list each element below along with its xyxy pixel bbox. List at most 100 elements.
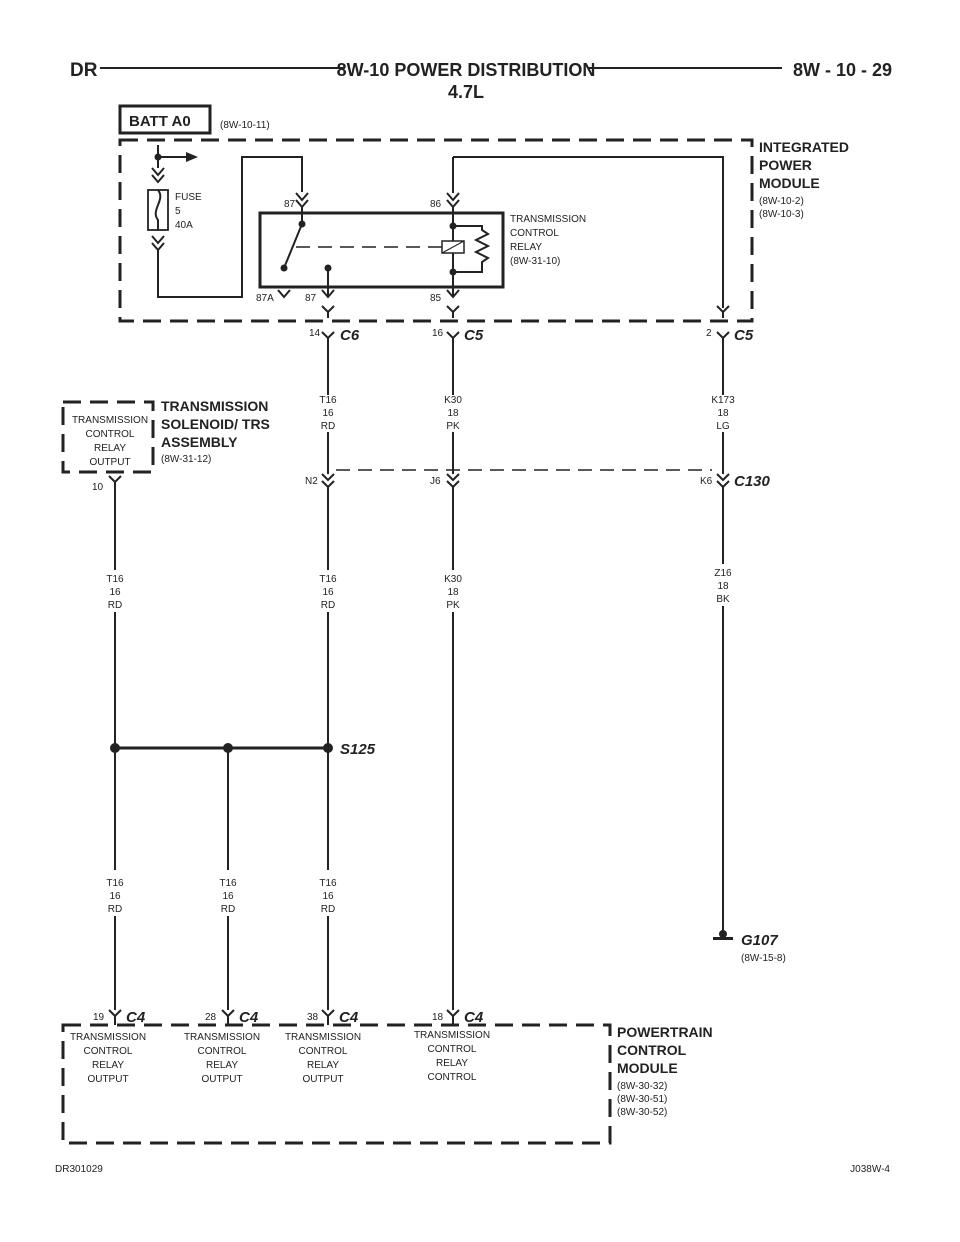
wire-t16-upper-3: RD bbox=[321, 421, 335, 432]
pcm-out3-4: OUTPUT bbox=[302, 1074, 343, 1085]
batt-box bbox=[118, 104, 212, 135]
pcm-pin28-num: 28 bbox=[205, 1012, 217, 1023]
wire-t16-low-a-3: RD bbox=[108, 904, 122, 915]
header-title: 8W-10 POWER DISTRIBUTION bbox=[337, 60, 596, 80]
footer-right: J038W-4 bbox=[850, 1164, 890, 1175]
trs-box bbox=[61, 400, 155, 474]
relay-pin-85: 85 bbox=[430, 293, 442, 304]
wire-t16-mid-2: 16 bbox=[322, 587, 334, 598]
ipm-name-1: INTEGRATED bbox=[759, 139, 849, 155]
pcm-out2-3: RELAY bbox=[206, 1060, 238, 1071]
wire-t16-left-mid-2: 16 bbox=[109, 587, 121, 598]
wire-k173-1: K173 bbox=[711, 395, 735, 406]
trs-pin-term bbox=[108, 475, 122, 570]
wire-t16-upper-2: 16 bbox=[322, 408, 334, 419]
pcm-ctrl-1: TRANSMISSION bbox=[414, 1030, 490, 1041]
ground-dot bbox=[719, 930, 727, 938]
relay-coil-diag bbox=[441, 240, 465, 254]
batt-ref: (8W-10-11) bbox=[220, 120, 270, 131]
c6-pin: 14 bbox=[309, 328, 321, 339]
fuse-bot-term bbox=[151, 235, 165, 252]
wire-t16-low-c-3: RD bbox=[321, 904, 335, 915]
fuse-to-relay87-wire bbox=[157, 156, 303, 298]
ipm-ref-1: (8W-10-2) bbox=[759, 196, 804, 207]
pcm-pin19-name: C4 bbox=[126, 1009, 146, 1026]
pcm-ctrl-2: CONTROL bbox=[428, 1044, 477, 1055]
relay-87a-term bbox=[277, 289, 291, 299]
pcm-name-2: CONTROL bbox=[617, 1042, 687, 1058]
c5a-pin: 16 bbox=[432, 328, 444, 339]
c130-n2-term bbox=[321, 473, 335, 489]
relay-label-3: RELAY bbox=[510, 242, 542, 253]
wire-t16-low-a-1: T16 bbox=[106, 878, 124, 889]
fuse-label-2: 5 bbox=[175, 206, 181, 217]
header-subtitle: 4.7L bbox=[448, 82, 484, 102]
ipm-box bbox=[118, 138, 754, 323]
pcm-ctrl-4: CONTROL bbox=[428, 1072, 477, 1083]
ground-label: G107 bbox=[741, 932, 778, 949]
trs-inside-2: CONTROL bbox=[86, 429, 135, 440]
pcm-name-3: MODULE bbox=[617, 1060, 678, 1076]
c130-name: C130 bbox=[734, 473, 771, 490]
c6-term bbox=[321, 305, 335, 395]
c130-pin-j6: J6 bbox=[430, 476, 441, 487]
pcm-pin38-name: C4 bbox=[339, 1009, 359, 1026]
pcm-out1-3: RELAY bbox=[92, 1060, 124, 1071]
c130-pin-n2: N2 bbox=[305, 476, 318, 487]
splice-dot-right bbox=[323, 743, 333, 753]
fuse-label-1: FUSE bbox=[175, 192, 202, 203]
pcm-out2-2: CONTROL bbox=[198, 1046, 247, 1057]
pcm-out1-4: OUTPUT bbox=[87, 1074, 128, 1085]
wire-z16-3: BK bbox=[716, 594, 730, 605]
relay-87-contact bbox=[324, 264, 332, 272]
wire-k173-3: LG bbox=[716, 421, 730, 432]
pcm-box bbox=[61, 1023, 612, 1145]
pcm-pin28-term bbox=[221, 1009, 235, 1025]
header-page: 8W - 10 - 29 bbox=[793, 60, 892, 80]
relay-pin-86: 86 bbox=[430, 199, 442, 210]
wire-t16-left-mid-1: T16 bbox=[106, 574, 124, 585]
wire-t16-upper-1: T16 bbox=[319, 395, 337, 406]
relay-label-4: (8W-31-10) bbox=[510, 256, 560, 267]
relay-pin-87a: 87A bbox=[256, 293, 274, 304]
pcm-ctrl-3: RELAY bbox=[436, 1058, 468, 1069]
splice-label: S125 bbox=[340, 741, 376, 758]
pcm-pin38-num: 38 bbox=[307, 1012, 319, 1023]
c130-k6-term bbox=[716, 473, 730, 489]
pcm-pin28-name: C4 bbox=[239, 1009, 259, 1026]
relay-resistor bbox=[453, 225, 491, 273]
wire-t16-mid-1: T16 bbox=[319, 574, 337, 585]
relay-87-term bbox=[295, 192, 309, 222]
fuse-top-term bbox=[151, 167, 165, 184]
wire-t16-low-b-1: T16 bbox=[219, 878, 237, 889]
wire-k30-mid-2: 18 bbox=[447, 587, 459, 598]
trs-name-3: ASSEMBLY bbox=[161, 434, 238, 450]
pcm-pin18-term bbox=[446, 1009, 460, 1025]
relay-label-1: TRANSMISSION bbox=[510, 214, 586, 225]
relay-85-term bbox=[446, 274, 460, 299]
c5b-pin: 2 bbox=[706, 328, 712, 339]
relay-pin-87-top: 87 bbox=[284, 199, 296, 210]
trs-ref: (8W-31-12) bbox=[161, 454, 211, 465]
pcm-out3-2: CONTROL bbox=[299, 1046, 348, 1057]
pcm-out1-2: CONTROL bbox=[84, 1046, 133, 1057]
pcm-ref-2: (8W-30-51) bbox=[617, 1094, 667, 1105]
fuse-label-3: 40A bbox=[175, 220, 193, 231]
wire-t16-low-c-2: 16 bbox=[322, 891, 334, 902]
trs-inside-1: TRANSMISSION bbox=[72, 415, 148, 426]
splice-dot-left bbox=[110, 743, 120, 753]
pcm-ref-3: (8W-30-52) bbox=[617, 1107, 667, 1118]
wire-t16-low-a-2: 16 bbox=[109, 891, 121, 902]
batt-label: BATT A0 bbox=[129, 113, 191, 130]
pcm-out3-1: TRANSMISSION bbox=[285, 1032, 361, 1043]
wire-k30-upper-1: K30 bbox=[444, 395, 462, 406]
header-left: DR bbox=[70, 60, 98, 81]
relay-87a-contact bbox=[280, 264, 288, 272]
pcm-out2-4: OUTPUT bbox=[201, 1074, 242, 1085]
pcm-out2-1: TRANSMISSION bbox=[184, 1032, 260, 1043]
pcm-pin19-num: 19 bbox=[93, 1012, 105, 1023]
pcm-pin38-term bbox=[321, 1009, 335, 1025]
pcm-out1-1: TRANSMISSION bbox=[70, 1032, 146, 1043]
relay-switch-arm bbox=[283, 223, 303, 269]
